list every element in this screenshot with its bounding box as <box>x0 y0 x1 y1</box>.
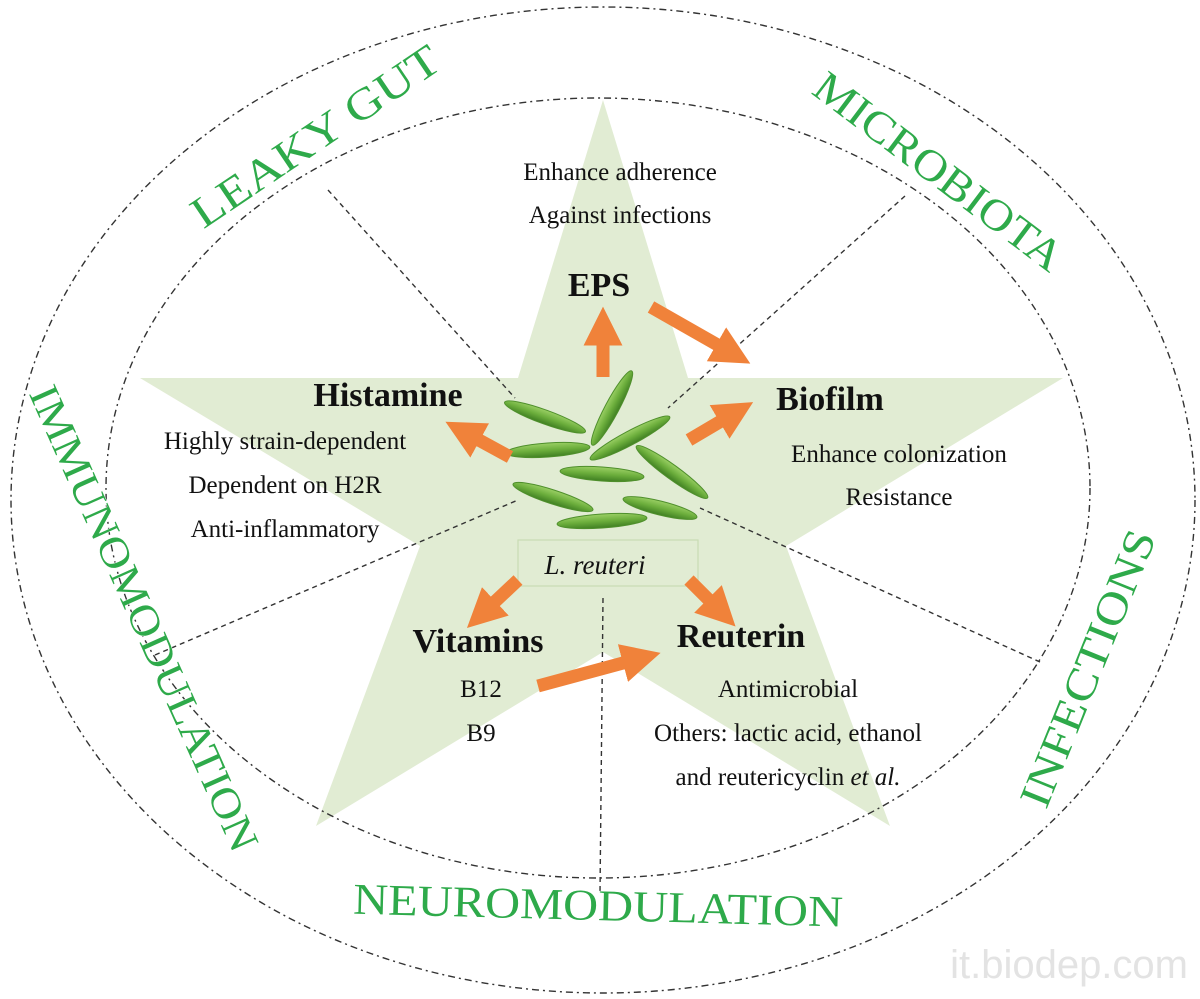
center-label-box: L. reuteri <box>517 539 699 587</box>
biofilm-block: Biofilm Enhance colonization Resistance <box>776 381 1007 511</box>
arrow-to-biofilm <box>685 402 754 446</box>
bacterium-4 <box>589 415 671 461</box>
arrow-to-histamine <box>445 421 514 463</box>
divider-immunomodulation <box>154 499 519 656</box>
sector-dividers <box>154 189 1041 894</box>
ring-label-leaky-gut: LEAKY GUT <box>181 34 450 238</box>
histamine-line-1: Highly strain-dependent <box>164 428 406 455</box>
vitamins-block: Vitamins B12 B9 <box>413 623 544 747</box>
arrow-eps-to-biofilm <box>647 301 751 364</box>
histamine-line-2: Dependent on H2R <box>188 472 381 499</box>
bacterium-2 <box>590 370 634 446</box>
star-shape <box>140 100 1063 826</box>
outer-ring <box>10 6 1196 994</box>
eps-block: Enhance adherence Against infections EPS <box>523 159 717 304</box>
arrows <box>445 301 754 693</box>
vitamins-title: Vitamins <box>413 623 544 660</box>
bacteria-cluster <box>504 370 709 530</box>
svg-text:LEAKY GUT: LEAKY GUT <box>182 35 450 238</box>
vitamins-line-1: B12 <box>460 676 502 703</box>
bacterium-7 <box>512 481 594 513</box>
eps-title: EPS <box>568 267 630 304</box>
arrow-to-vitamins <box>466 575 523 629</box>
divider-leaky-gut <box>327 189 516 399</box>
biofilm-line-1: Enhance colonization <box>791 441 1007 468</box>
ring-label-neuromodulation: NEUROMODULATION <box>352 874 844 937</box>
arrow-to-reuterin <box>684 575 736 627</box>
histamine-line-3: Anti-inflammatory <box>191 516 380 543</box>
svg-text:INFECTIONS: INFECTIONS <box>1010 522 1166 814</box>
watermark: it.biodep.com <box>950 943 1188 987</box>
divider-microbiota <box>667 195 906 409</box>
histamine-title: Histamine <box>313 377 462 414</box>
reuterin-line-1: Antimicrobial <box>718 676 858 703</box>
reuterin-line-3-italic: et al. <box>850 764 900 791</box>
arrow-vitamins-to-reuterin <box>536 644 661 693</box>
reuterin-line-3: and reutericyclin et al. <box>676 764 901 791</box>
biofilm-title: Biofilm <box>776 381 884 418</box>
ring-label-infections: INFECTIONS <box>1009 522 1166 815</box>
vitamins-line-2: B9 <box>466 720 495 747</box>
divider-neuromodulation <box>599 597 604 894</box>
center-label: L. reuteri <box>544 550 646 580</box>
histamine-block: Histamine Highly strain-dependent Depend… <box>164 377 463 543</box>
eps-line-2: Against infections <box>529 202 712 229</box>
biofilm-line-2: Resistance <box>846 484 953 511</box>
bacterium-8 <box>622 496 698 520</box>
reuterin-line-2: Others: lactic acid, ethanol <box>654 720 922 747</box>
reuterin-title: Reuterin <box>677 618 806 655</box>
bacterium-1 <box>504 400 586 434</box>
reuterin-block: Reuterin Antimicrobial Others: lactic ac… <box>654 618 922 791</box>
reuterin-line-3-text: and reutericyclin <box>676 764 851 791</box>
bacterium-9 <box>556 512 648 530</box>
inner-ring <box>105 97 1091 879</box>
svg-text:NEUROMODULATION: NEUROMODULATION <box>353 875 844 937</box>
bacterium-5 <box>635 445 709 499</box>
eps-line-1: Enhance adherence <box>523 159 717 186</box>
bacterium-6 <box>559 465 645 483</box>
